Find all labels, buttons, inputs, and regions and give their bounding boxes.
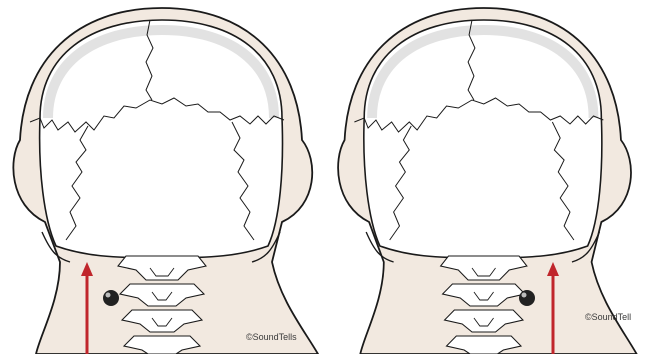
- head-back-view-left: [13, 8, 318, 354]
- copyright-credit-left: ©SoundTells: [246, 332, 297, 342]
- copyright-credit-right: ©SoundTell: [585, 312, 631, 322]
- head-back-view-right: [338, 8, 637, 354]
- ball-marker-icon: [519, 290, 535, 306]
- ball-marker-icon: [103, 290, 119, 306]
